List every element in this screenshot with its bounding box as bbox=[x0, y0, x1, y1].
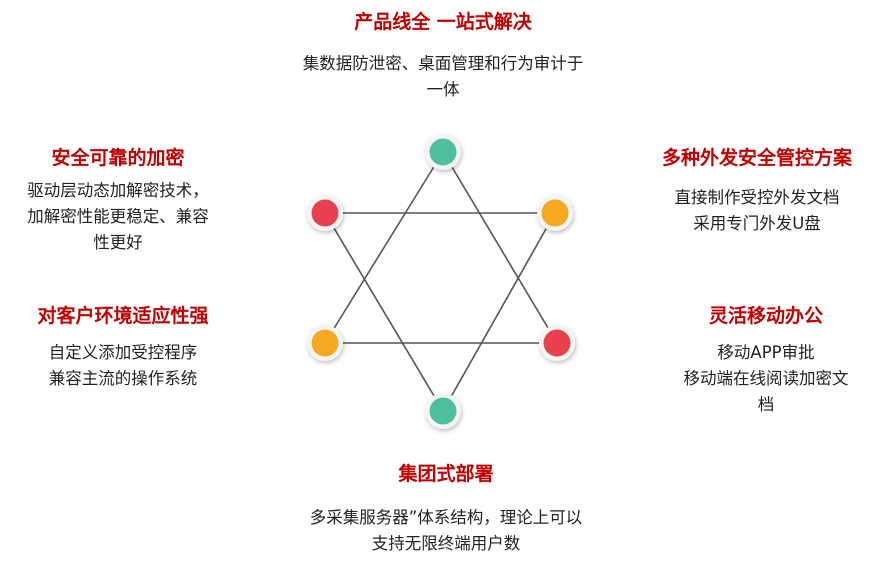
feature-text: 采用专门外发U盘 bbox=[693, 214, 821, 233]
star-line bbox=[324, 212, 444, 412]
feature-title: 灵活移动办公 bbox=[708, 305, 823, 327]
node-dot-orange bbox=[541, 199, 569, 227]
feature-text: 档 bbox=[757, 395, 775, 414]
node-dot-red bbox=[311, 199, 339, 227]
feature-title: 集团式部署 bbox=[398, 463, 494, 485]
feature-mobile: 灵活移动办公 移动APP审批移动端在线阅读加密文档 bbox=[684, 304, 849, 418]
feature-group-deploy: 集团式部署 多采集服务器”体系结构，理论上可以支持无限终端用户数 bbox=[310, 462, 583, 557]
feature-text: 支持无限终端用户数 bbox=[371, 534, 521, 553]
feature-text: 集数据防泄密、桌面管理和行为审计于 bbox=[302, 54, 584, 73]
feature-text: 兼容主流的操作系统 bbox=[48, 369, 198, 388]
feature-text: 移动端在线阅读加密文 bbox=[683, 369, 849, 388]
feature-encryption: 安全可靠的加密 驱动层动态加解密技术， 加解密性能更稳定、兼容性更好 bbox=[27, 146, 209, 256]
feature-adaptability: 对客户环境适应性强 自定义添加受控程序兼容主流的操作系统 bbox=[37, 304, 208, 392]
star-line bbox=[324, 151, 444, 344]
feature-text: 自定义添加受控程序 bbox=[48, 343, 198, 362]
feature-title: 产品线全 一站式解决 bbox=[354, 11, 532, 33]
feature-text: 移动APP审批 bbox=[717, 343, 815, 362]
feature-title: 多种外发安全管控方案 bbox=[661, 147, 853, 169]
feature-text: 性更好 bbox=[93, 233, 143, 252]
node-dot-orange bbox=[311, 329, 339, 357]
feature-title: 安全可靠的加密 bbox=[51, 147, 185, 169]
star-line bbox=[442, 151, 558, 344]
star-line bbox=[442, 212, 556, 412]
node-dot-teal bbox=[429, 138, 457, 166]
feature-outgoing: 多种外发安全管控方案 直接制作受控外发文档采用专门外发U盘 bbox=[662, 146, 852, 237]
feature-text: 直接制作受控外发文档 bbox=[674, 188, 840, 207]
feature-text: 多采集服务器”体系结构，理论上可以 bbox=[309, 508, 583, 527]
feature-text: 加解密性能更稳定、兼容 bbox=[27, 207, 209, 226]
feature-text: 驱动层动态加解密技术， bbox=[27, 181, 209, 200]
feature-title: 对客户环境适应性强 bbox=[37, 305, 209, 327]
node-dot-teal bbox=[429, 397, 457, 425]
node-dot-red bbox=[543, 329, 571, 357]
feature-text: 一体 bbox=[426, 80, 460, 99]
feature-product-line: 产品线全 一站式解决 集数据防泄密、桌面管理和行为审计于一体 bbox=[303, 10, 584, 103]
